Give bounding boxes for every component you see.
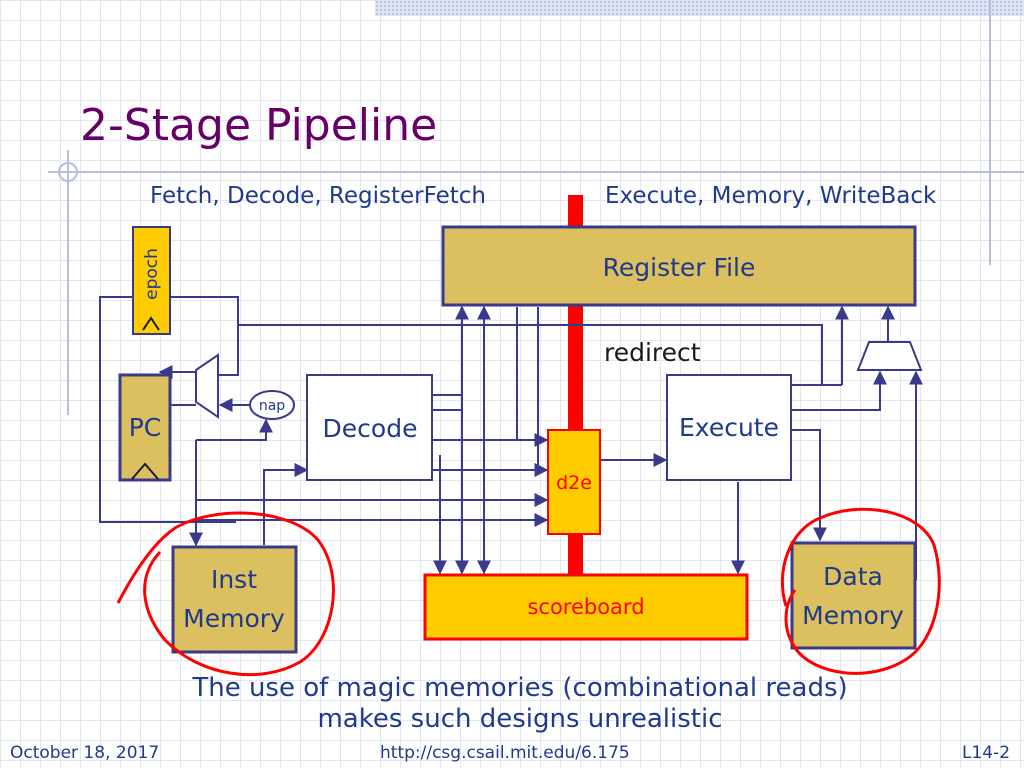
stage-left-label: Fetch, Decode, RegisterFetch [150, 183, 486, 209]
inst-memory-annotation-circle [116, 511, 335, 677]
footer-page-number: L14-2 [962, 743, 1011, 763]
writeback-mux [856, 341, 923, 371]
svg-text:nap: nap [259, 398, 285, 414]
pc-register: PC [118, 373, 172, 482]
svg-text:PC: PC [129, 413, 162, 442]
footer-date: October 18, 2017 [10, 743, 160, 763]
nap-unit: nap [249, 390, 295, 420]
top-decorative-band [375, 0, 1024, 16]
svg-text:Memory: Memory [183, 604, 285, 633]
svg-text:Register File: Register File [603, 253, 756, 282]
data-memory-annotation-circle [781, 507, 941, 675]
d2e-register: d2e [547, 429, 601, 535]
redirect-label: redirect [604, 338, 701, 367]
svg-text:scoreboard: scoreboard [527, 595, 644, 619]
svg-text:Decode: Decode [323, 414, 418, 443]
svg-text:Data: Data [823, 562, 883, 591]
footer-url: http://csg.csail.mit.edu/6.175 [380, 743, 630, 763]
execute-unit: Execute [666, 374, 792, 481]
pc-mux [195, 353, 219, 419]
slide-title: 2-Stage Pipeline [80, 100, 438, 151]
svg-text:d2e: d2e [556, 472, 592, 494]
register-file: Register File [441, 225, 917, 307]
epoch-register: epoch [132, 226, 171, 335]
svg-text:epoch: epoch [142, 248, 162, 300]
data-memory: Data Memory [790, 541, 917, 650]
stage-right-label: Execute, Memory, WriteBack [605, 183, 937, 209]
slide-frame-lines [48, 0, 1024, 415]
inst-memory: Inst Memory [171, 545, 298, 654]
svg-text:Inst: Inst [211, 565, 257, 594]
svg-text:Execute: Execute [679, 413, 779, 442]
svg-text:Memory: Memory [802, 601, 904, 630]
wires [99, 296, 923, 580]
note-line-2: makes such designs unrealistic [317, 704, 723, 734]
decode-unit: Decode [306, 374, 433, 481]
note-line-1: The use of magic memories (combinational… [192, 673, 848, 703]
scoreboard: scoreboard [423, 573, 749, 641]
